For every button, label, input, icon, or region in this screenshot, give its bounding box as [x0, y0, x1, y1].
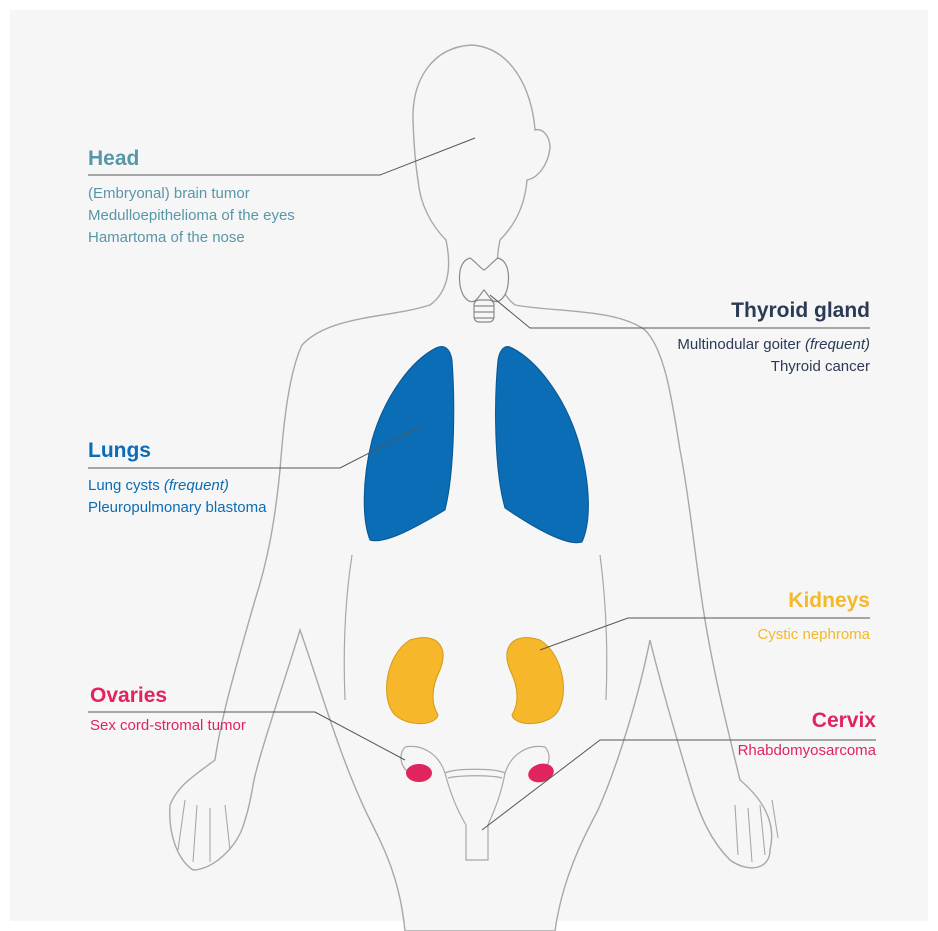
lungs-title: Lungs: [88, 438, 266, 464]
ovaries-title: Ovaries: [90, 683, 246, 709]
thyroid-title: Thyroid gland: [677, 298, 870, 324]
kidneys-label: Kidneys Cystic nephroma: [757, 588, 870, 646]
ovaries-label: Ovaries Sex cord-stromal tumor: [90, 683, 246, 737]
kidneys-item: Cystic nephroma: [757, 624, 870, 646]
head-item: Hamartoma of the nose: [88, 227, 295, 249]
lungs-item-text: Lung cysts: [88, 477, 160, 494]
head-label: Head (Embryonal) brain tumor Medulloepit…: [88, 146, 295, 249]
kidneys-title: Kidneys: [757, 588, 870, 614]
lungs-item-qualifier: (frequent): [164, 477, 229, 494]
head-item: Medulloepithelioma of the eyes: [88, 205, 295, 227]
thyroid-item: Thyroid cancer: [677, 356, 870, 378]
head-title: Head: [88, 146, 295, 172]
lungs-item: Pleuropulmonary blastoma: [88, 497, 266, 519]
left-ovary: [406, 764, 432, 782]
cervix-item: Rhabdomyosarcoma: [738, 740, 876, 762]
thyroid-item-text: Multinodular goiter: [677, 336, 800, 353]
thyroid-item-qualifier: (frequent): [805, 336, 870, 353]
cervix-title: Cervix: [738, 708, 876, 734]
thyroid-label: Thyroid gland Multinodular goiter (frequ…: [677, 298, 870, 378]
ovaries-item: Sex cord-stromal tumor: [90, 715, 246, 737]
lungs-item: Lung cysts (frequent): [88, 475, 266, 497]
head-item: (Embryonal) brain tumor: [88, 183, 295, 205]
cervix-label: Cervix Rhabdomyosarcoma: [738, 708, 876, 762]
thyroid-item: Multinodular goiter (frequent): [677, 334, 870, 356]
lungs-label: Lungs Lung cysts (frequent) Pleuropulmon…: [88, 438, 266, 519]
